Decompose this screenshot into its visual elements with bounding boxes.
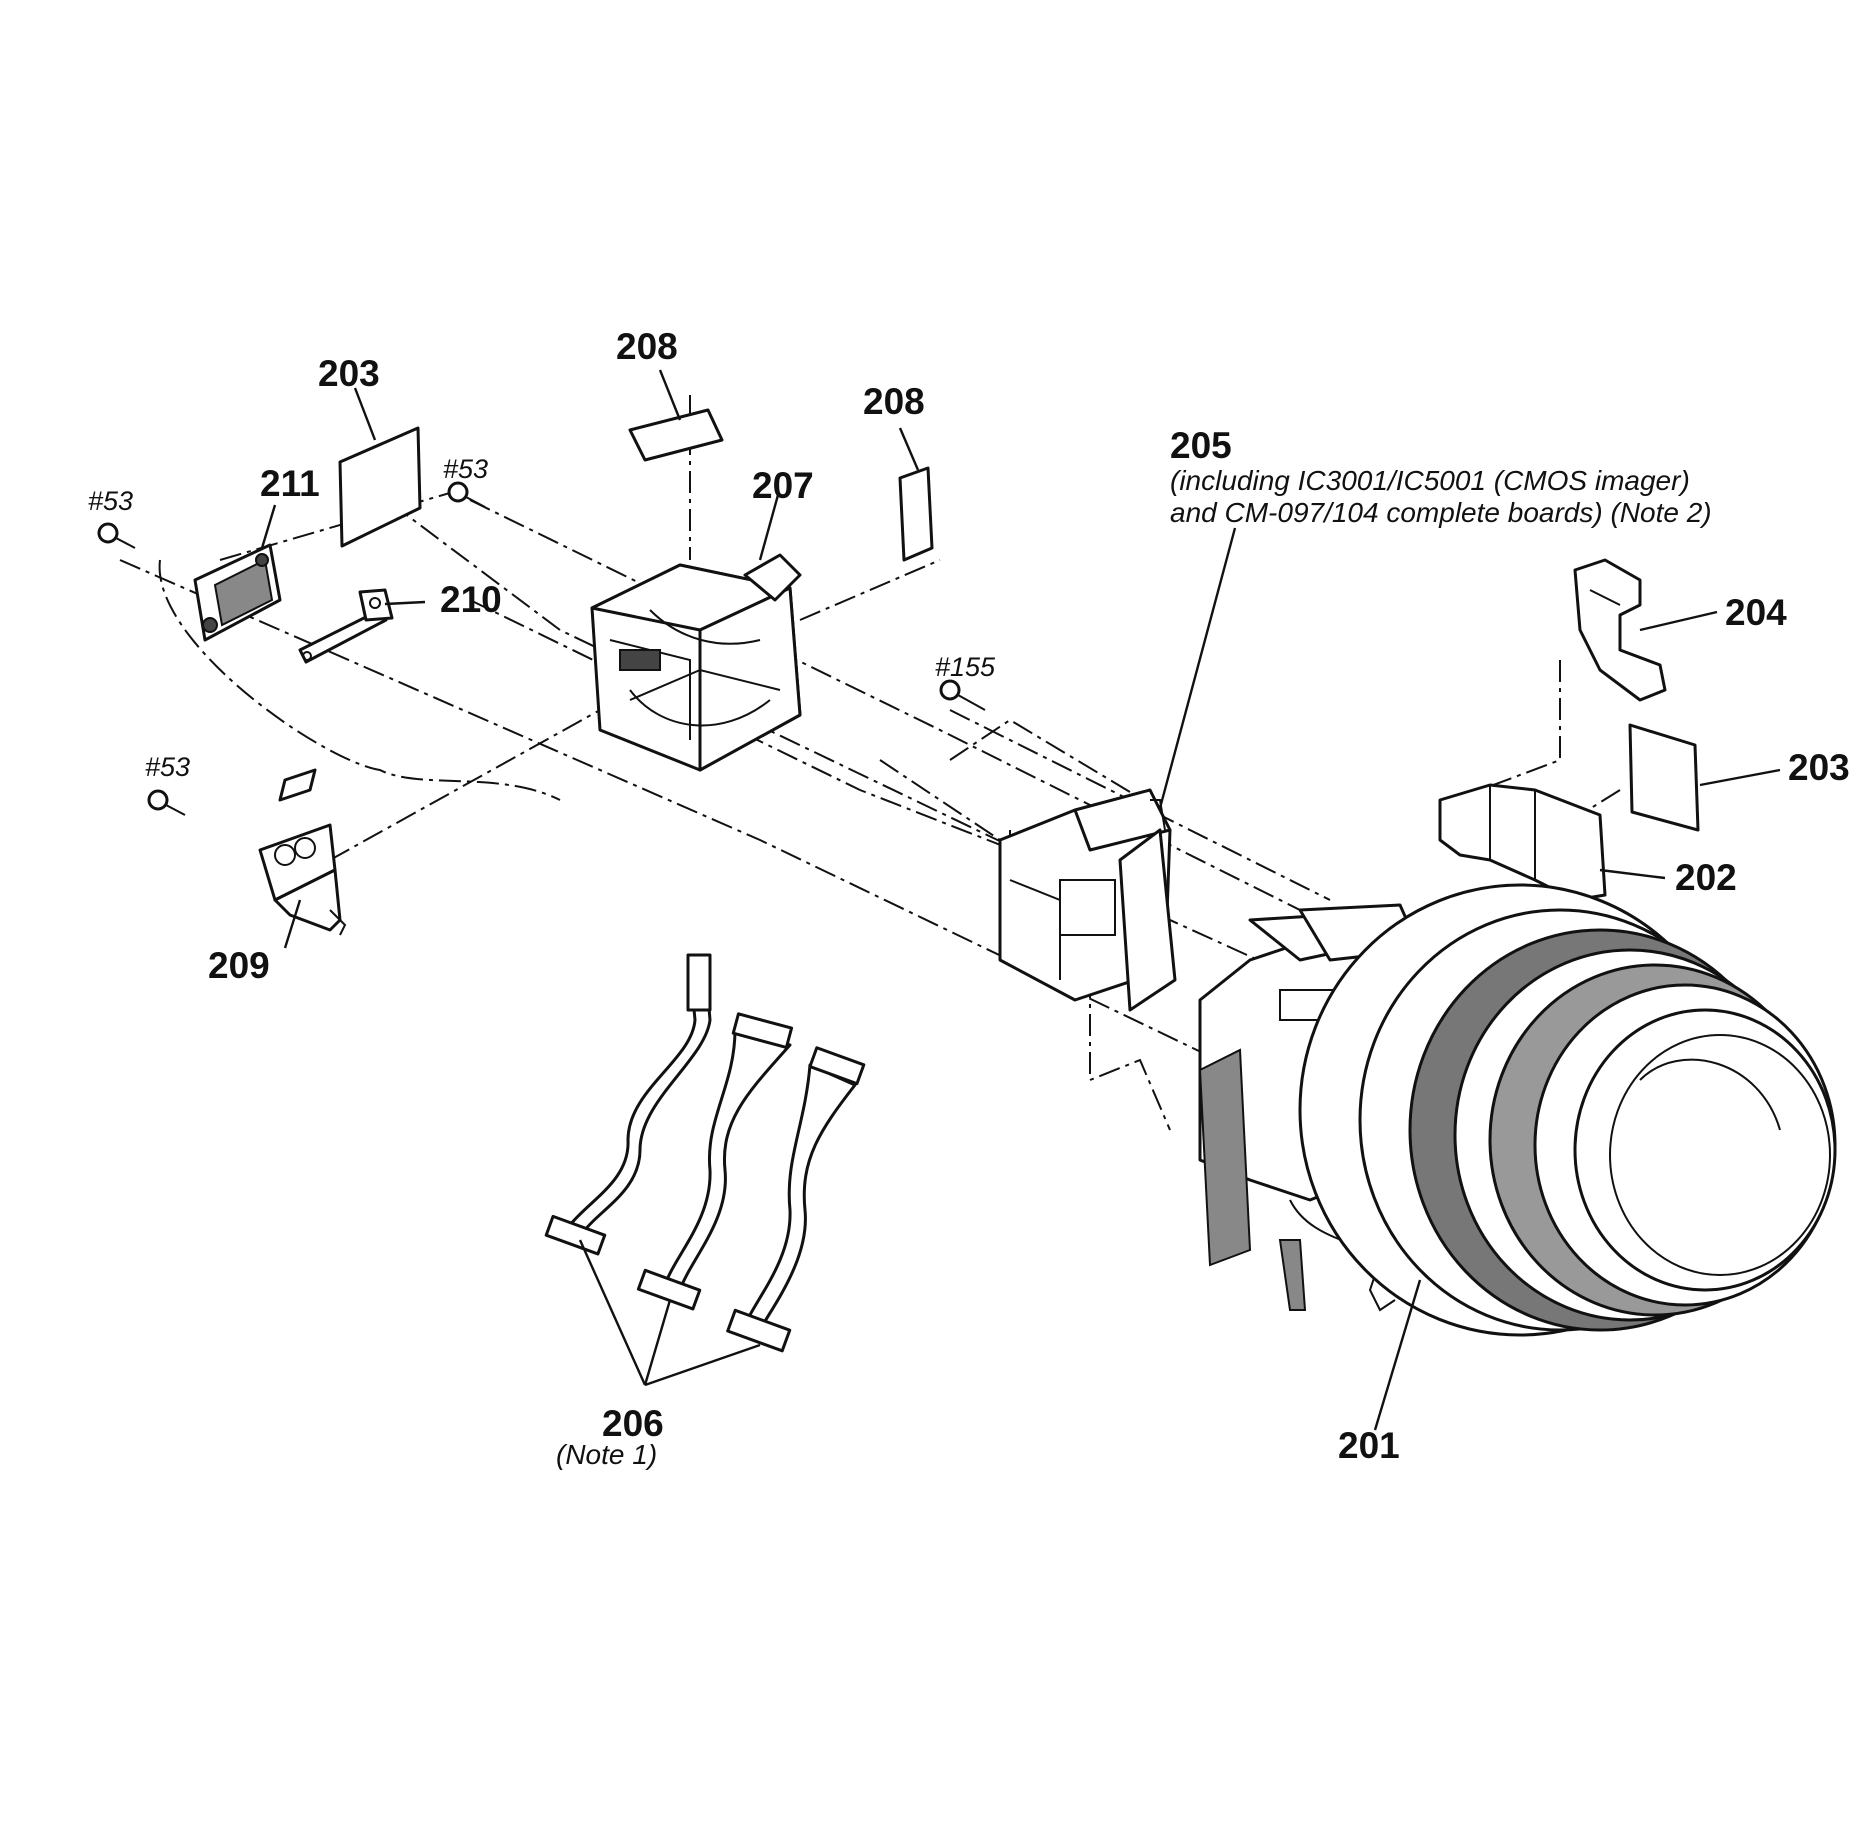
part-201-lens-assembly <box>1198 883 1837 1337</box>
label-screw-53-left: #53 <box>88 486 133 516</box>
label-203-left: 203 <box>318 353 380 394</box>
screw-53-left-icon <box>97 522 136 549</box>
part-204-shield-bracket <box>1573 558 1667 702</box>
label-211: 211 <box>260 463 320 504</box>
part-209-bracket <box>258 768 347 936</box>
label-207: 207 <box>752 465 814 506</box>
label-202: 202 <box>1675 857 1737 898</box>
part-208-pad-top <box>628 408 724 462</box>
label-208-right: 208 <box>863 381 925 422</box>
label-201: 201 <box>1338 1425 1400 1466</box>
part-203-filter-sheet-right <box>1628 723 1700 832</box>
label-205-note-line2: and CM-097/104 complete boards) (Note 2) <box>1170 497 1712 528</box>
label-screw-155: #155 <box>935 652 996 682</box>
label-204: 204 <box>1725 592 1787 633</box>
label-208-top: 208 <box>616 326 678 367</box>
part-211-connector-plate <box>193 543 282 642</box>
part-206-flex-cables <box>544 953 866 1353</box>
leader-lines <box>260 369 1781 1431</box>
label-206-note: (Note 1) <box>556 1439 657 1470</box>
part-202-mount-bracket <box>1438 783 1607 902</box>
label-205-note-line1: (including IC3001/IC5001 (CMOS imager) <box>1170 465 1690 496</box>
label-210: 210 <box>440 579 502 620</box>
screw-155-icon <box>939 679 986 711</box>
screw-53-low-icon <box>147 789 186 816</box>
part-210-bracket-arm <box>298 588 394 664</box>
screw-53-mid-icon <box>447 481 486 508</box>
label-209: 209 <box>208 945 270 986</box>
label-205: 205 <box>1170 425 1232 466</box>
label-screw-53-low: #53 <box>145 752 190 782</box>
label-206: 206 <box>602 1403 664 1444</box>
part-205-cmos-imager-block <box>998 788 1177 1012</box>
part-207-prism-housing <box>590 553 802 772</box>
label-screw-53-mid: #53 <box>443 454 488 484</box>
label-203-right: 203 <box>1788 747 1850 788</box>
part-labels: 203 208 208 211 207 210 205 (including I… <box>88 326 1850 1470</box>
screws <box>97 481 986 816</box>
part-208-pad-right <box>898 466 934 562</box>
part-203-filter-sheet-left <box>338 426 422 548</box>
